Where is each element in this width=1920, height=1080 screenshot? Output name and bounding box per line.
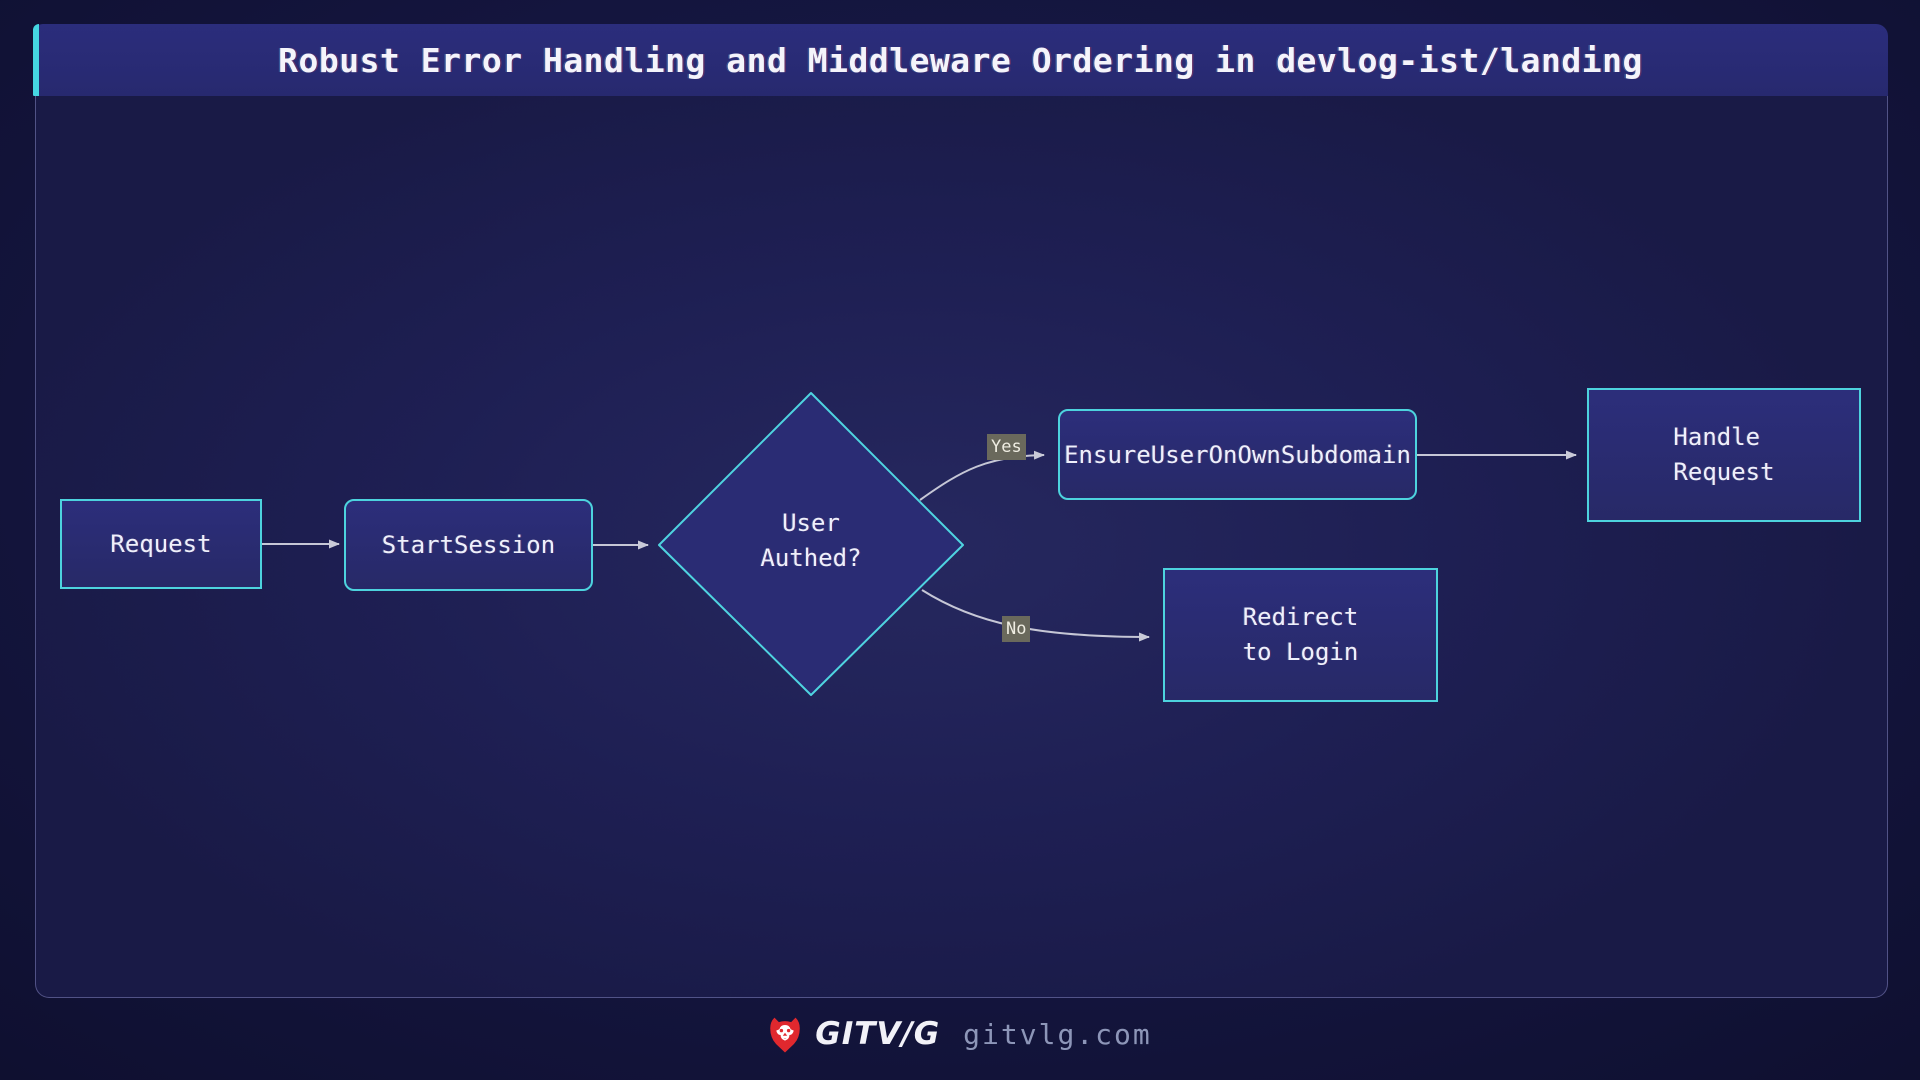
node-handle-request: Handle Request — [1587, 388, 1861, 522]
page-title: Robust Error Handling and Middleware Ord… — [278, 40, 1643, 80]
edge-label-no: No — [1002, 616, 1031, 642]
node-redirect-line2: to Login — [1242, 638, 1359, 666]
title-bar: Robust Error Handling and Middleware Ord… — [33, 24, 1888, 96]
flowchart-edges-layer — [262, 392, 1577, 696]
node-redirect-line1: Redirect — [1242, 603, 1359, 631]
node-handle-request-line2: Request — [1673, 458, 1775, 486]
diagram-canvas: Request StartSession User Authed? Yes No… — [35, 96, 1888, 998]
brand-name: GITV/G — [815, 1016, 941, 1052]
node-user-authed-line1: User — [782, 509, 840, 537]
lion-icon — [770, 1017, 801, 1053]
footer: GITV/G gitvlg.com — [0, 998, 1920, 1070]
node-request: Request — [60, 499, 262, 589]
node-redirect-to-login: Redirect to Login — [1163, 568, 1438, 702]
node-handle-request-label: Handle Request — [1673, 420, 1774, 490]
node-user-authed-label: User Authed? — [711, 506, 911, 576]
edge-label-yes: Yes — [987, 434, 1026, 460]
node-request-label: Request — [110, 530, 212, 558]
node-handle-request-line1: Handle — [1673, 423, 1761, 451]
edge-no-to-redirect — [921, 589, 1150, 642]
node-ensure-user-label: EnsureUserOnOwnSubdomain — [1064, 440, 1411, 469]
node-ensure-user-on-own-subdomain: EnsureUserOnOwnSubdomain — [1058, 409, 1417, 500]
node-redirect-to-login-label: Redirect to Login — [1243, 600, 1359, 670]
node-start-session: StartSession — [344, 499, 593, 591]
node-user-authed-line2: Authed? — [760, 544, 862, 572]
title-accent-strip — [33, 24, 39, 96]
edge-yes-to-ensureuser — [919, 450, 1045, 501]
node-start-session-label: StartSession — [381, 531, 556, 559]
website-url: gitvlg.com — [963, 1017, 1152, 1051]
